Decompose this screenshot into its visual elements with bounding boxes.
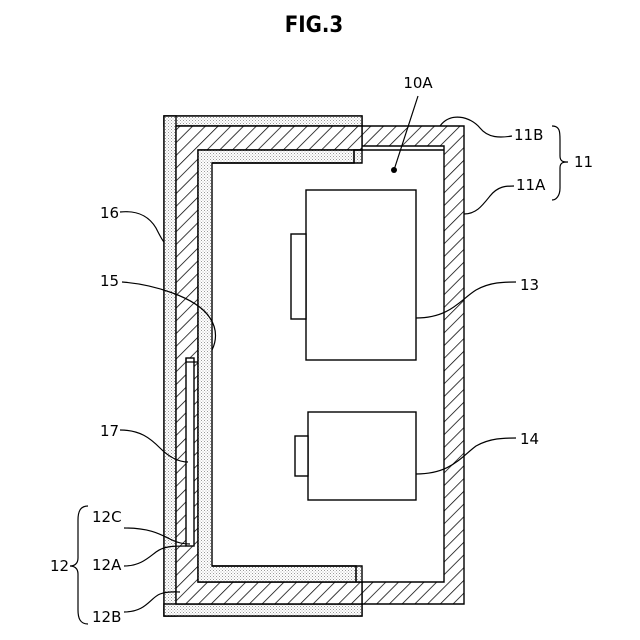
label-11b: 11B [514,126,543,144]
component-13-tab [291,234,306,319]
label-12: 12 [50,557,69,575]
label-11: 11 [574,153,593,171]
component-14 [308,412,416,500]
figure-title: FIG.3 [285,13,343,38]
label-16: 16 [100,204,119,222]
leader-11a [464,186,514,214]
component-14-tab [295,436,308,476]
leader-14 [416,438,516,474]
leader-16 [120,212,164,242]
brace-11 [552,126,568,200]
label-10a: 10A [403,74,433,92]
label-13: 13 [520,276,539,294]
label-17: 17 [100,422,119,440]
element-17 [186,358,194,546]
label-12b: 12B [92,608,121,626]
label-12c: 12C [92,508,122,526]
cover-bottom-strip [164,604,362,616]
label-12a: 12A [92,556,122,574]
component-13 [306,190,416,360]
label-15: 15 [100,272,119,290]
brace-12 [70,506,88,624]
leader-13 [416,282,516,318]
label-14: 14 [520,430,539,448]
cover-top-strip [164,116,362,126]
label-11a: 11A [516,176,546,194]
